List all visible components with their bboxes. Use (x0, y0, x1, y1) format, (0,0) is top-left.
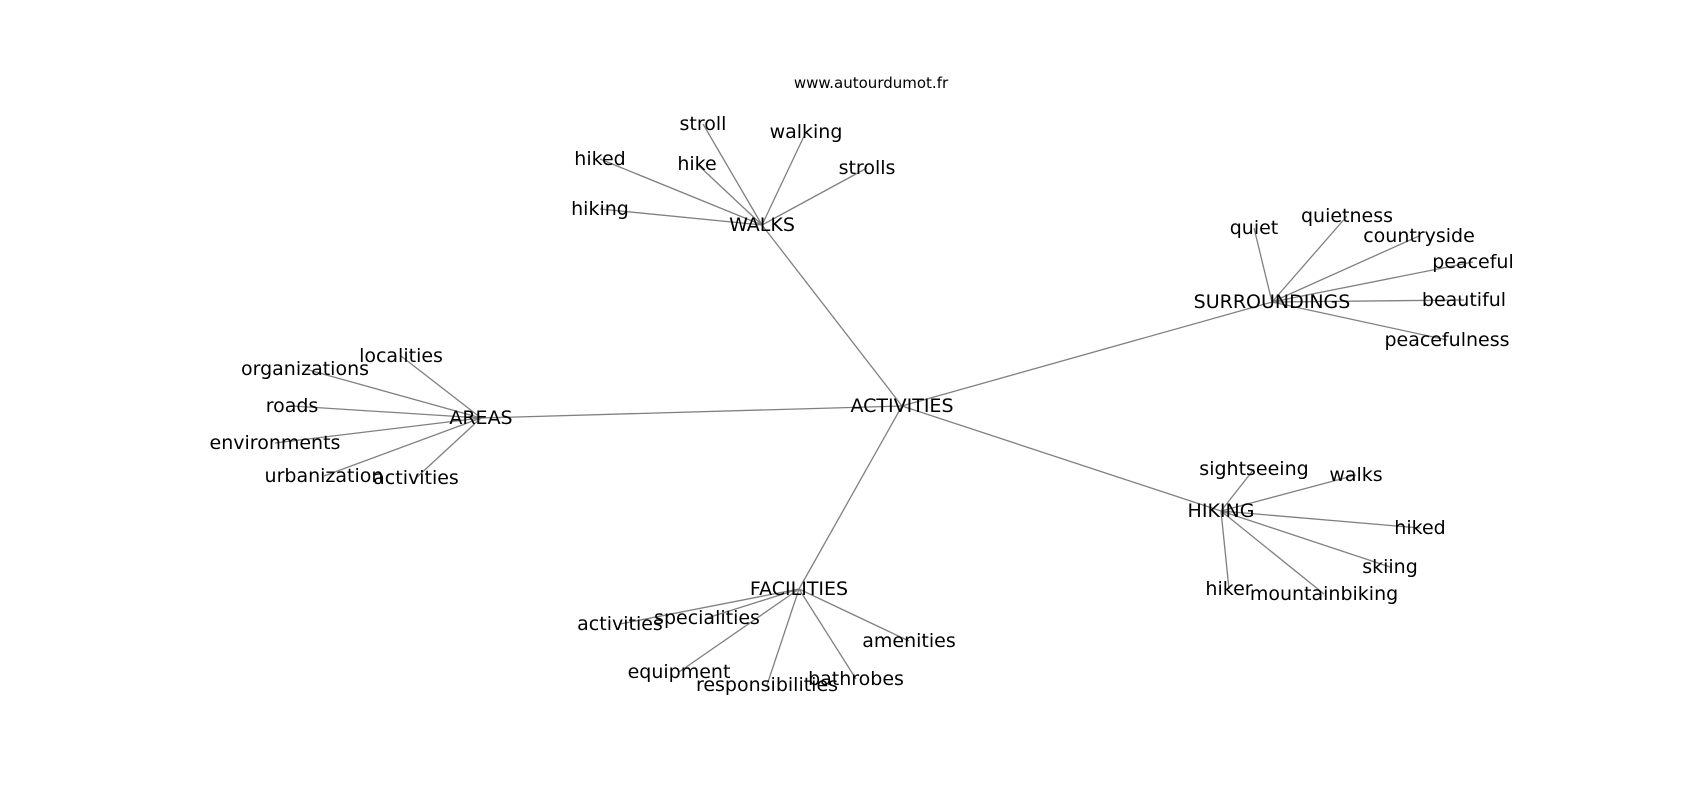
leaf-node: quiet (1230, 217, 1279, 239)
leaf-node: hiked (574, 148, 625, 170)
edge-hub-to-leaf (1220, 510, 1230, 590)
leaf-node: hiker (1205, 578, 1252, 600)
edge-hub-to-leaf (1220, 510, 1421, 529)
edge-hub-to-leaf (323, 417, 482, 477)
leaf-node: peacefulness (1384, 329, 1509, 351)
edge-hub-to-leaf (599, 208, 763, 226)
edge-hub-to-leaf (678, 588, 800, 673)
edge-hub-to-leaf (761, 131, 807, 226)
root-node: ACTIVITIES (850, 395, 953, 417)
leaf-node: mountainbiking (1250, 583, 1398, 605)
edge-root-to-hub (798, 405, 903, 590)
edge-hub-to-leaf (1271, 261, 1474, 303)
leaf-node: beautiful (1422, 289, 1506, 311)
graph-labels: ACTIVITIES WALKS stroll walking hike hiked str… (210, 113, 1514, 696)
edge-hub-to-leaf (1220, 474, 1357, 512)
leaf-node: walking (770, 121, 843, 143)
edge-hub-to-leaf (400, 355, 482, 419)
edge-hub-to-leaf (1271, 215, 1348, 303)
leaf-node: activities (577, 613, 663, 635)
leaf-node: hike (677, 153, 716, 175)
leaf-node: equipment (628, 661, 731, 683)
leaf-node: skiing (1362, 556, 1418, 578)
leaf-node: activities (373, 467, 459, 489)
leaf-node: urbanization (265, 465, 384, 487)
leaf-node: specialities (654, 607, 760, 629)
edge-hub-to-leaf (1220, 468, 1255, 512)
edge-hub-to-leaf (761, 167, 868, 226)
edge-root-to-hub (901, 301, 1273, 407)
edge-hub-to-leaf (599, 158, 763, 226)
edge-hub-to-leaf (619, 588, 800, 625)
edge-hub-to-leaf (415, 417, 482, 479)
leaf-node: hiking (571, 198, 629, 220)
hub-node: AREAS (449, 407, 512, 429)
leaf-node: countryside (1363, 225, 1475, 247)
edge-hub-to-leaf (274, 417, 482, 444)
edge-hub-to-leaf (706, 588, 800, 619)
hub-node: HIKING (1188, 500, 1255, 522)
edge-hub-to-leaf (1220, 510, 1391, 568)
hub-node: SURROUNDINGS (1194, 291, 1351, 313)
edge-hub-to-leaf (1220, 510, 1325, 595)
leaf-node: bathrobes (808, 668, 904, 690)
edge-root-to-hub (480, 405, 903, 419)
leaf-node: amenities (862, 630, 955, 652)
leaf-node: walks (1329, 464, 1382, 486)
edge-root-to-hub (901, 405, 1222, 512)
hub-node: WALKS (729, 214, 795, 236)
leaf-node: stroll (680, 113, 727, 135)
edge-root-to-hub (761, 224, 903, 407)
leaf-node: roads (266, 395, 319, 417)
edge-hub-to-leaf (702, 123, 763, 226)
edge-hub-to-leaf (798, 588, 910, 642)
leaf-node: hiked (1394, 517, 1445, 539)
edge-hub-to-leaf (1271, 301, 1448, 341)
edge-hub-to-leaf (696, 163, 763, 226)
edge-hub-to-leaf (291, 405, 482, 419)
watermark: www.autourdumot.fr (794, 74, 949, 92)
leaf-node: strolls (839, 157, 896, 179)
leaf-node: localities (359, 345, 443, 367)
leaf-node: sightseeing (1199, 458, 1308, 480)
leaf-node: environments (210, 432, 341, 454)
graph-edges (274, 123, 1474, 686)
leaf-node: quietness (1301, 205, 1393, 227)
leaf-node: peaceful (1432, 251, 1514, 273)
edge-hub-to-leaf (1271, 235, 1420, 303)
leaf-node: organizations (241, 358, 369, 380)
edge-hub-to-leaf (1253, 227, 1273, 303)
edge-hub-to-leaf (766, 588, 800, 686)
edge-hub-to-leaf (1271, 299, 1465, 303)
edge-hub-to-leaf (798, 588, 857, 680)
leaf-node: responsibilities (696, 674, 838, 696)
hub-node: FACILITIES (750, 578, 848, 600)
edge-hub-to-leaf (304, 368, 482, 419)
